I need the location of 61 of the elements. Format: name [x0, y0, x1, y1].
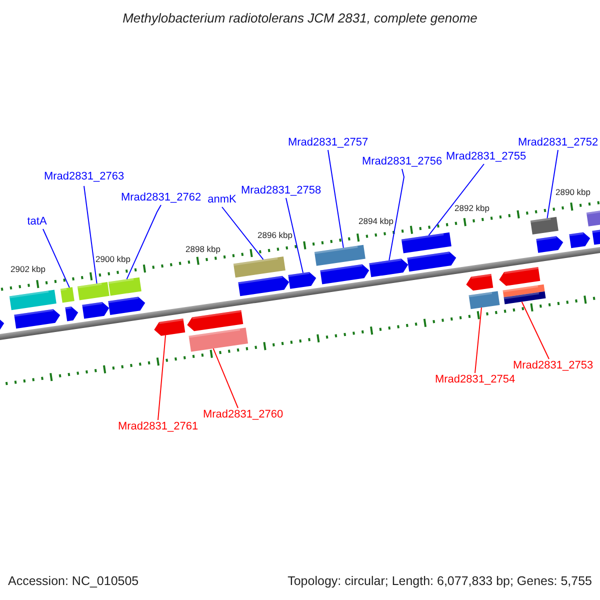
gene-label: Mrad2831_2763: [44, 172, 124, 182]
gene-label: tatA: [27, 216, 47, 228]
gene-label: Mrad2831_2762: [120, 192, 202, 204]
gene-label: Mrad2831_2752: [518, 138, 598, 148]
gene-feature: [401, 232, 452, 254]
title: Methylobacterium radiotolerans JCM 2831, complete genome: [122, 12, 478, 24]
gene-label: Mrad2831_2754: [434, 374, 516, 386]
gene-feature: [407, 252, 456, 272]
scale-label: 2896 kbp: [258, 230, 292, 240]
gene-label: Mrad2831_2755: [446, 152, 526, 162]
gene-label: Mrad2831_2761: [118, 422, 198, 432]
gene-feature: [108, 277, 142, 296]
scale-label: 2890 kbp: [556, 188, 590, 196]
gene-feature: [65, 306, 78, 322]
gene-label: Mrad2831_2758: [240, 186, 322, 196]
gene-feature: [502, 284, 545, 298]
gene-feature: [466, 274, 494, 291]
leader-line: [212, 348, 238, 408]
footer-text: Topology: circular; Length: 6,077,833 bp; Genes: 5,755: [288, 574, 592, 588]
gene-feature: [468, 291, 500, 310]
gene-feature: [530, 216, 558, 235]
leader-line: [42, 228, 70, 288]
gene-feature: [82, 302, 110, 319]
leader-line: [126, 204, 162, 280]
gene-feature: [233, 256, 286, 278]
gene-feature: [586, 208, 600, 226]
leader-line: [388, 168, 405, 261]
scale-label: 2900 kbp: [96, 254, 130, 264]
scale-label: 2898 kbp: [186, 244, 220, 254]
gene-feature: [188, 328, 248, 352]
leader-line: [474, 307, 482, 374]
scale-label: 2902 kbp: [10, 264, 46, 274]
gene-label: Mrad2831_2757: [288, 138, 368, 148]
gene-feature: [536, 236, 564, 253]
gene-label: Mrad2831_2753: [512, 360, 594, 372]
gene-feature: [108, 296, 146, 315]
gene-feature: [154, 318, 186, 336]
gene-feature: [14, 309, 60, 329]
gene-feature: [314, 244, 366, 266]
gene-feature: [0, 317, 4, 332]
gene-feature: [592, 228, 600, 245]
scale-label: 2892 kbp: [454, 204, 490, 212]
gene-feature: [320, 264, 370, 284]
gene-feature: [499, 267, 540, 286]
gene-label: Mrad2831_2756: [362, 156, 442, 168]
gene-feature: [288, 272, 316, 289]
gene-label: Mrad2831_2760: [202, 410, 284, 420]
leader-line: [158, 334, 166, 420]
gene-feature: [369, 258, 408, 278]
scale-label: 2894 kbp: [358, 216, 394, 226]
gene-feature: [77, 282, 110, 300]
leader-line: [546, 150, 558, 219]
gene-label: anmK: [208, 194, 236, 206]
gene-feature: [9, 290, 56, 310]
leader-line: [286, 198, 304, 274]
leader-line: [222, 206, 264, 260]
leader-line: [84, 186, 98, 284]
gene-feature: [504, 291, 546, 304]
leader-line: [328, 150, 344, 248]
footer-text: Accession: NC_010505: [8, 574, 139, 588]
gene-feature: [60, 287, 74, 303]
